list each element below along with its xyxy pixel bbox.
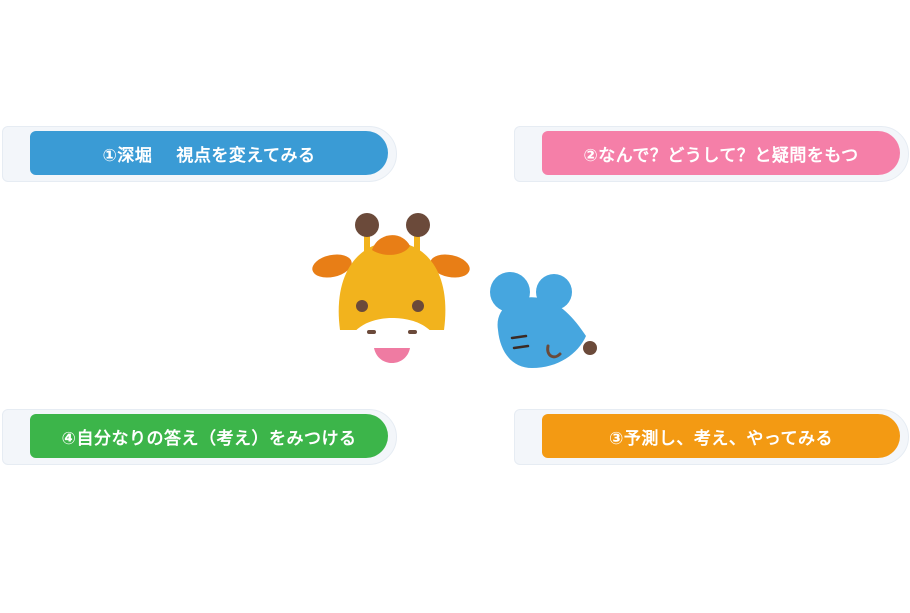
card-predict: ③予測し、考え、やってみる [514, 409, 909, 465]
card-question: ②なんで？どうして？と疑問をもつ [514, 126, 909, 182]
card-deep-dive: ①深堀 視点を変えてみる [2, 126, 397, 182]
card-answer: ④自分なりの答え（考え）をみつける [2, 409, 397, 465]
card-label: ③予測し、考え、やってみる [542, 414, 900, 458]
card-label: ②なんで？どうして？と疑問をもつ [542, 131, 900, 175]
giraffe-icon [312, 213, 470, 363]
mouse-icon [490, 272, 597, 368]
card-label: ④自分なりの答え（考え）をみつける [30, 414, 388, 458]
card-label: ①深堀 視点を変えてみる [30, 131, 388, 175]
